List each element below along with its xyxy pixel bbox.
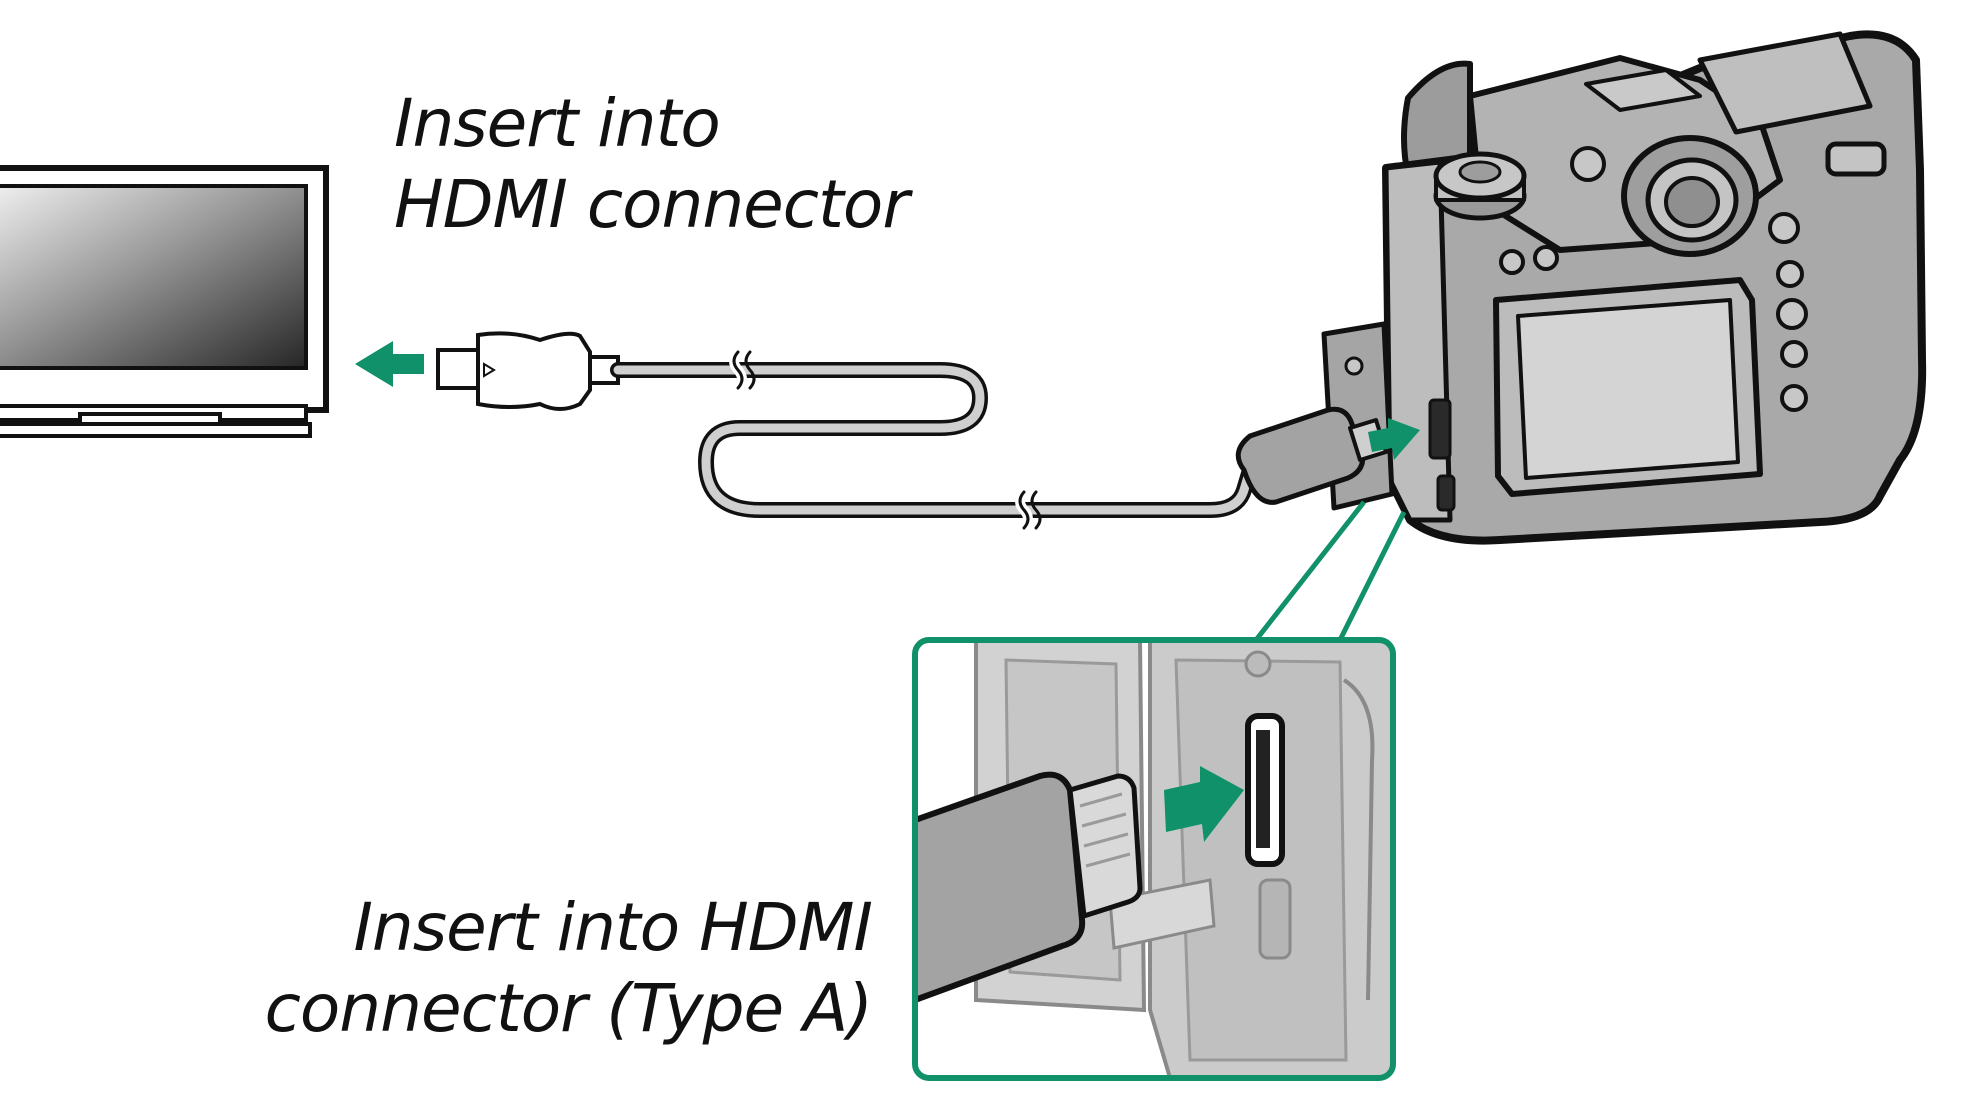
camera-hdmi-label: Insert into HDMI connector (Type A) [252,888,873,1049]
camera-icon [1321,30,1927,545]
camera-label-line-2: connector (Type A) [264,969,873,1047]
insert-arrow-tv-icon [355,341,424,387]
callout-lines [1254,500,1407,642]
hdmi-cable [610,347,1258,533]
port-detail-inset [912,637,1396,1081]
hdmi-plug-icon [436,331,620,411]
tv-hdmi-label: Insert into HDMI connector [394,84,909,245]
television-icon [0,165,329,438]
tv-label-line-1: Insert into [394,85,721,162]
camera-label-line-1: Insert into HDMI [353,889,873,966]
insert-arrow-camera-icon [1368,418,1420,460]
tv-label-line-2: HDMI connector [394,165,909,243]
